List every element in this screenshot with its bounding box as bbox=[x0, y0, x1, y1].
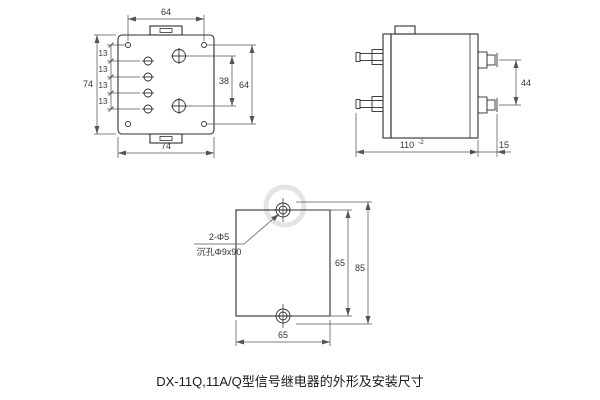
dim-width-label: 65 bbox=[278, 330, 288, 340]
side-view-outline bbox=[382, 25, 479, 139]
hole-callout-leader bbox=[194, 213, 280, 245]
dim-pitch-label: 13 bbox=[99, 65, 108, 74]
front-dim-mount-span bbox=[207, 44, 256, 125]
dim-mount-span-label: 64 bbox=[239, 80, 249, 90]
side-front-flange bbox=[382, 33, 392, 139]
mounting-hole-symbol-top bbox=[271, 198, 295, 222]
drilling-plan: 2-Φ5 沉孔Φ9x90 65 85 65 bbox=[194, 184, 372, 346]
front-dim-pitch-chain bbox=[107, 42, 140, 112]
dim-overall-width-label: 74 bbox=[161, 141, 171, 151]
side-view: 44 110 -2 15 bbox=[355, 25, 531, 157]
side-terminals bbox=[477, 51, 498, 114]
dim-terminal-protrusion-label: 15 bbox=[499, 140, 509, 150]
side-body bbox=[390, 33, 479, 139]
mounting-hole-symbol-bottom bbox=[271, 304, 295, 328]
watermark-ring bbox=[263, 184, 307, 228]
dim-side-terminal-span-label: 44 bbox=[521, 78, 531, 88]
front-dim-top-width bbox=[127, 15, 205, 41]
dim-pitch-label: 13 bbox=[99, 81, 108, 90]
dim-depth-label: 110 bbox=[400, 140, 414, 150]
drill-dim-overall bbox=[296, 201, 372, 325]
dim-pitch-label: 13 bbox=[99, 49, 108, 58]
front-corner-hole bbox=[201, 121, 207, 127]
dim-hole-spacing-label: 65 bbox=[335, 258, 345, 268]
dim-pitch-label: 13 bbox=[99, 97, 108, 106]
front-terminal-screws-right bbox=[171, 48, 187, 114]
hole-callout-line2: 沉孔Φ9x90 bbox=[197, 247, 242, 257]
front-corner-hole bbox=[125, 121, 131, 127]
front-top-tab-slot bbox=[159, 28, 173, 33]
side-dim-terminal-span bbox=[499, 59, 521, 106]
front-terminal-screws-left bbox=[142, 56, 154, 114]
side-mounting-studs bbox=[355, 49, 384, 112]
drill-dim-hole-spacing bbox=[292, 209, 352, 317]
front-corner-hole bbox=[125, 42, 131, 48]
front-bottom-mounting-tab bbox=[149, 133, 183, 144]
dim-overall-height-label: 74 bbox=[83, 79, 93, 89]
dim-depth-tolerance-label: -2 bbox=[418, 139, 424, 146]
drill-dim-width bbox=[235, 320, 331, 346]
front-dim-terminal-span bbox=[186, 55, 236, 107]
front-view: 64 74 13 13 13 13 38 bbox=[83, 7, 256, 158]
hole-callout-line1: 2-Φ5 bbox=[209, 232, 229, 242]
front-body bbox=[117, 34, 215, 135]
dim-terminal-span-label: 38 bbox=[219, 76, 229, 86]
front-bottom-tab-slot bbox=[159, 136, 173, 141]
dim-overall-label: 85 bbox=[355, 263, 365, 273]
side-dim-terminal-protrusion bbox=[478, 114, 511, 157]
front-corner-hole bbox=[201, 42, 207, 48]
front-dim-overall-height bbox=[94, 34, 116, 135]
dim-top-width-label: 64 bbox=[161, 7, 171, 17]
side-dim-depth bbox=[355, 113, 479, 157]
front-view-outline bbox=[117, 25, 215, 144]
front-dim-overall-width bbox=[117, 137, 215, 158]
side-top-tab bbox=[394, 25, 416, 35]
drawing-caption: DX-11Q,11A/Q型信号继电器的外形及安装尺寸 bbox=[156, 374, 424, 389]
front-top-mounting-tab bbox=[149, 25, 183, 36]
